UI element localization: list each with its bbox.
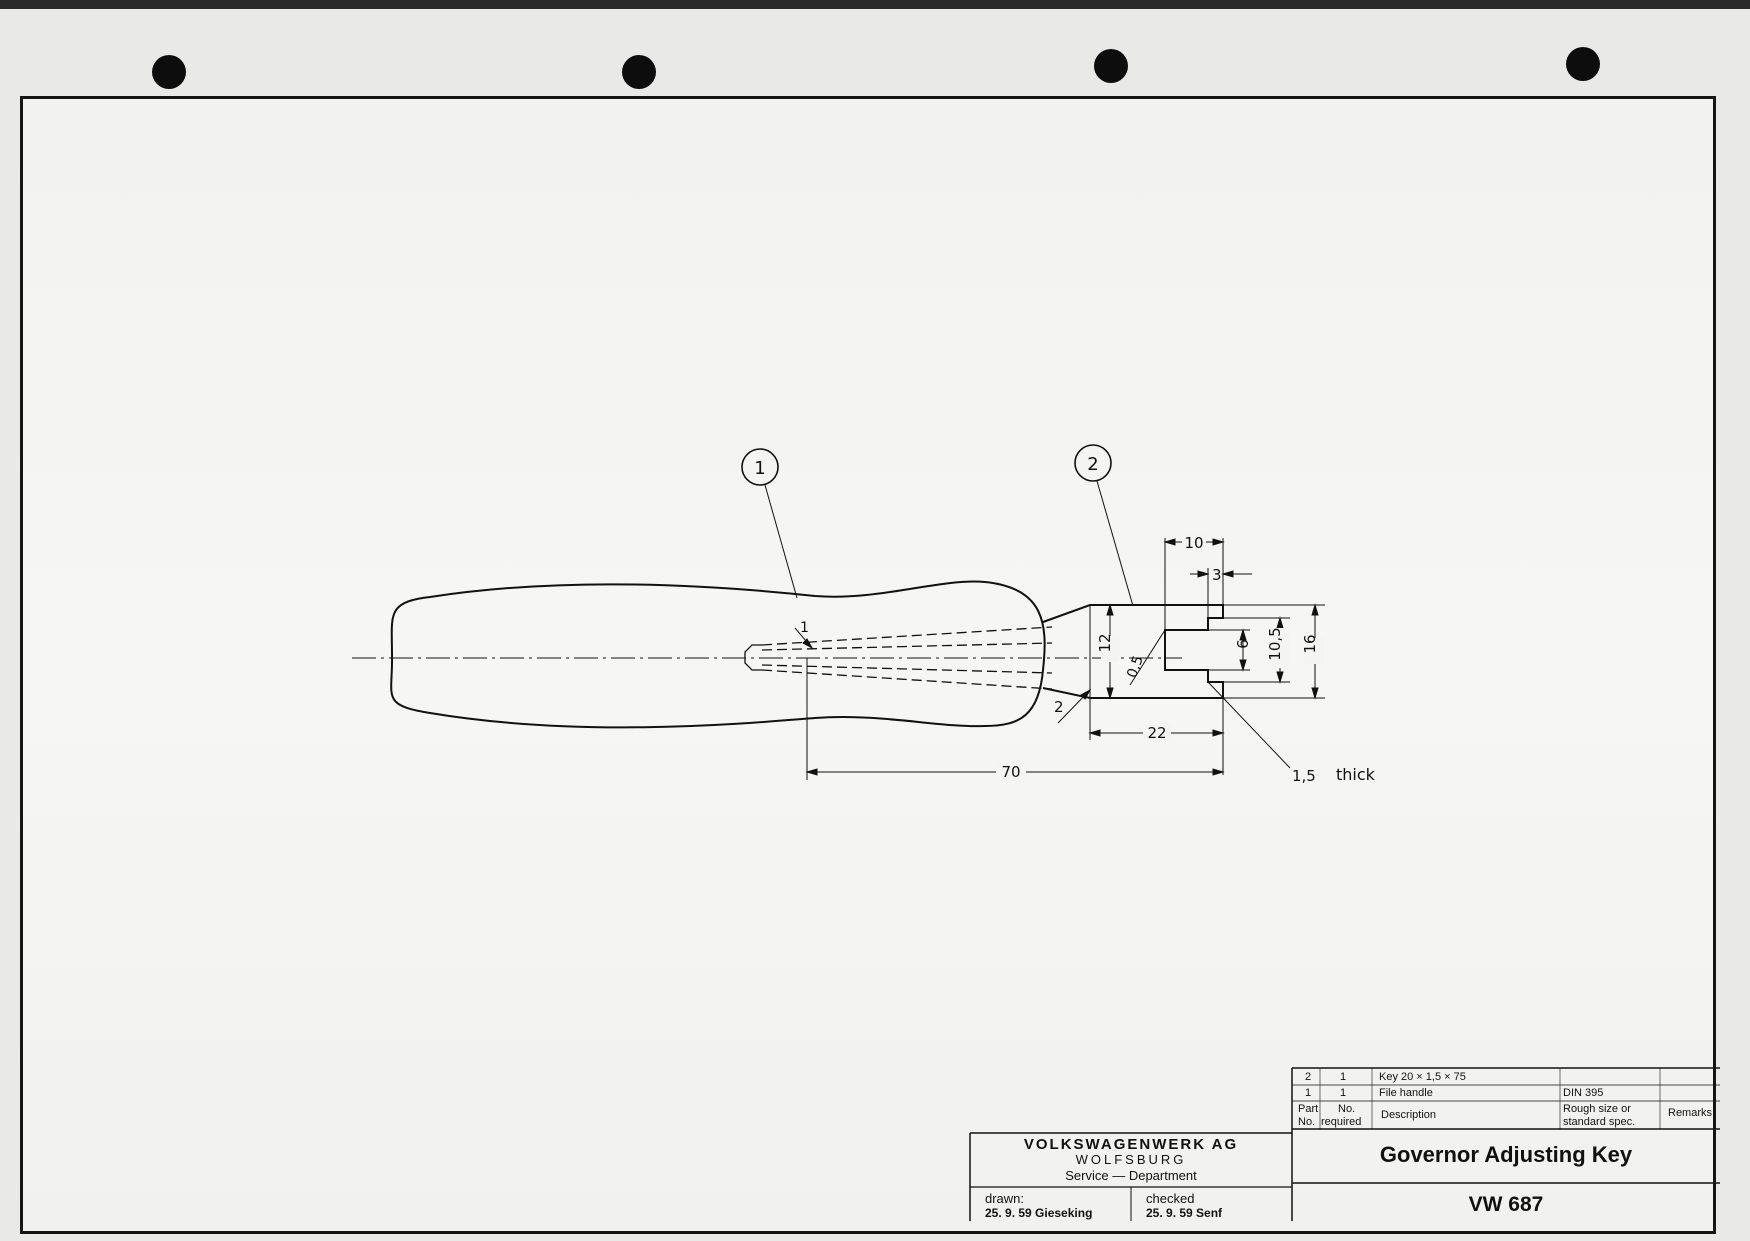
- company-department: Service — Department: [1065, 1168, 1197, 1183]
- dimension-70: [805, 658, 1225, 780]
- thickness-leader: [1207, 681, 1291, 769]
- header-part-no-1: Part: [1298, 1103, 1319, 1115]
- drawing-number: VW 687: [1468, 1193, 1544, 1216]
- dim-2-label: 2: [1054, 698, 1064, 716]
- svg-text:2: 2: [1087, 454, 1098, 475]
- punch-hole-4: [1566, 47, 1600, 81]
- dim-22-label: 22: [1147, 724, 1166, 742]
- dim-6-label: 6: [1234, 639, 1252, 649]
- punch-hole-2: [622, 55, 656, 89]
- radius-2-leader: [1057, 688, 1092, 724]
- header-qty-2: required: [1321, 1116, 1362, 1128]
- drawn-value: 25. 9. 59 Gieseking: [985, 1206, 1093, 1220]
- part-row-2-description: File handle: [1379, 1087, 1433, 1099]
- dim-0-5-label: 0,5: [1124, 654, 1147, 680]
- checked-value: 25. 9. 59 Senf: [1146, 1206, 1223, 1220]
- balloon-2: 2: [1074, 444, 1134, 607]
- drawn-label: drawn:: [985, 1191, 1025, 1206]
- dim-10-label: 10: [1184, 534, 1203, 552]
- punch-hole-3: [1094, 49, 1128, 83]
- dim-10-5-label: 10,5: [1266, 627, 1284, 660]
- part-row-1-part-no: 2: [1305, 1071, 1312, 1083]
- header-description: Description: [1381, 1109, 1437, 1121]
- dim-1-label: 1: [800, 620, 809, 636]
- punch-hole-1: [152, 55, 186, 89]
- part-row-1-qty: 1: [1340, 1071, 1347, 1083]
- title-block-frame: [969, 1067, 1720, 1221]
- checked-label: checked: [1146, 1191, 1195, 1206]
- dimension-3: [1190, 568, 1252, 618]
- drawing-title: Governor Adjusting Key: [1379, 1142, 1633, 1167]
- file-handle-outline: [390, 580, 1046, 729]
- header-spec-1: Rough size or: [1563, 1103, 1631, 1115]
- chamfer-leader: [1129, 629, 1166, 686]
- part-row-2-spec: DIN 395: [1563, 1087, 1604, 1099]
- dimension-6: [1208, 628, 1250, 672]
- company-city: WOLFSBURG: [1075, 1152, 1187, 1167]
- key-outline: [1042, 604, 1224, 699]
- header-spec-2: standard spec.: [1563, 1116, 1636, 1128]
- dim-1-5-label: 1,5: [1292, 767, 1316, 785]
- radius-1-leader: [794, 627, 814, 650]
- thick-note: thick: [1336, 765, 1376, 784]
- top-edge-line: [0, 0, 1750, 9]
- part-row-2-part-no: 1: [1305, 1087, 1312, 1099]
- part-row-2-qty: 1: [1340, 1087, 1347, 1099]
- balloon-1: 1: [741, 448, 798, 599]
- dim-16-label: 16: [1301, 634, 1319, 653]
- header-qty-1: No.: [1338, 1103, 1356, 1115]
- company-name: VOLKSWAGENWERK AG: [1023, 1136, 1239, 1153]
- tang-hole: [744, 626, 1053, 690]
- part-row-1-description: Key 20 × 1,5 × 75: [1379, 1071, 1466, 1083]
- dimension-10: [1163, 538, 1225, 630]
- dim-12-label: 12: [1096, 633, 1114, 652]
- header-remarks: Remarks: [1668, 1107, 1713, 1119]
- drawing-sheet: [20, 96, 1716, 1234]
- dimension-22: [1088, 698, 1225, 775]
- svg-text:1: 1: [754, 458, 765, 479]
- header-part-no-2: No.: [1298, 1116, 1316, 1128]
- dim-3-label: 3: [1212, 566, 1222, 584]
- dim-70-label: 70: [1001, 763, 1020, 781]
